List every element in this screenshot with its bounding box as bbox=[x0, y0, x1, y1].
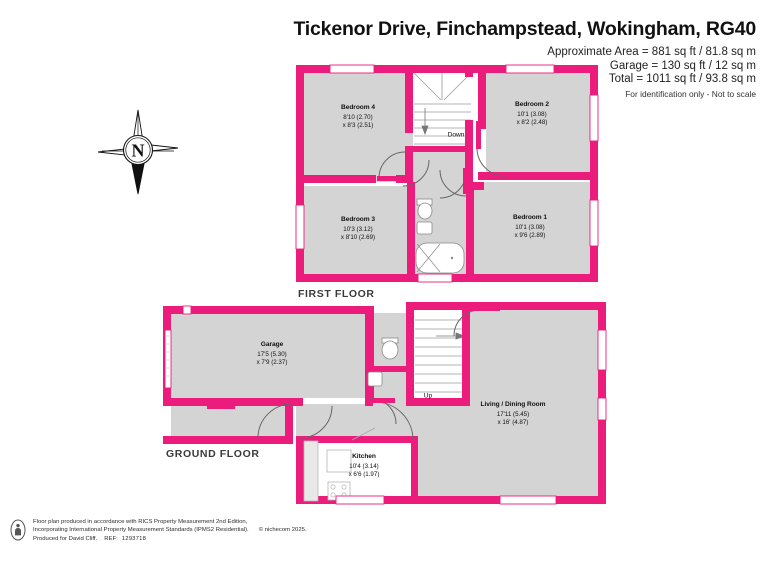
footer: Floor plan produced in accordance with R… bbox=[10, 518, 430, 543]
info-person-icon bbox=[10, 519, 26, 541]
compass-rose: N bbox=[97, 109, 179, 195]
ground-floor-windows bbox=[182, 305, 607, 505]
kitchen-worktop-left bbox=[303, 440, 319, 502]
ground-floor-stairwell bbox=[414, 310, 468, 398]
kitchen-fittings bbox=[303, 427, 376, 502]
scale-disclaimer: For identification only - Not to scale bbox=[625, 88, 756, 99]
bathroom-fixtures bbox=[415, 198, 465, 274]
footer-produced-for: Produced for David Cliff. bbox=[33, 535, 98, 542]
area-summary: Approximate Area = 881 sq ft / 81.8 sq m… bbox=[547, 46, 756, 100]
wc-fixtures bbox=[367, 337, 399, 387]
footer-line-2: Incorporating International Property Mea… bbox=[33, 527, 249, 534]
first-floor-plan bbox=[295, 64, 599, 283]
wc-toilet-icon bbox=[381, 340, 399, 360]
footer-copyright: © nichecom 2025. bbox=[258, 527, 307, 534]
footer-ref-value: 1293718 bbox=[121, 535, 147, 542]
ground-floor-plan bbox=[163, 302, 607, 505]
bathtub-icon bbox=[415, 242, 465, 274]
garage-door bbox=[164, 329, 172, 389]
footer-line-3-wrap: Produced for David Cliff. REF:1293718 bbox=[33, 535, 307, 543]
footer-text: Floor plan produced in accordance with R… bbox=[33, 518, 307, 543]
page-title: Tickenor Drive, Finchampstead, Wokingham… bbox=[293, 18, 756, 40]
first-floor-stair-arrow bbox=[421, 108, 429, 136]
ground-floor-walls bbox=[163, 302, 606, 504]
first-floor-door-leafs bbox=[377, 121, 481, 194]
footer-ref-label: REF: bbox=[104, 535, 118, 542]
footer-line-2-wrap: Incorporating International Property Mea… bbox=[33, 526, 307, 534]
kitchen-floor bbox=[303, 440, 415, 502]
ground-floor-stair-arrow bbox=[436, 332, 466, 340]
footer-line-1: Floor plan produced in accordance with R… bbox=[33, 519, 248, 525]
approximate-area-line: Approximate Area = 881 sq ft / 81.8 sq m bbox=[547, 46, 756, 58]
first-floor-stairwell bbox=[413, 72, 473, 150]
garage-area-line: Garage = 130 sq ft / 12 sq m bbox=[609, 59, 756, 72]
stair-label-down: Down bbox=[447, 131, 465, 139]
stair-label-up: Up bbox=[423, 392, 433, 400]
kitchen-appliance-icon bbox=[326, 449, 352, 473]
first-floor-caption: FIRST FLOOR bbox=[298, 288, 375, 300]
wc-basin-icon bbox=[367, 371, 383, 387]
toilet-icon bbox=[417, 202, 433, 220]
ground-floor-stair-treads bbox=[415, 319, 467, 393]
washbasin-icon bbox=[416, 221, 433, 235]
ground-floor-caption: GROUND FLOOR bbox=[166, 448, 260, 460]
total-area-line: Total = 1011 sq ft / 93.8 sq m bbox=[608, 73, 756, 86]
compass-north-label: N bbox=[132, 141, 145, 161]
ground-floor-door-leafs bbox=[207, 306, 500, 409]
first-floor-windows bbox=[295, 64, 599, 283]
